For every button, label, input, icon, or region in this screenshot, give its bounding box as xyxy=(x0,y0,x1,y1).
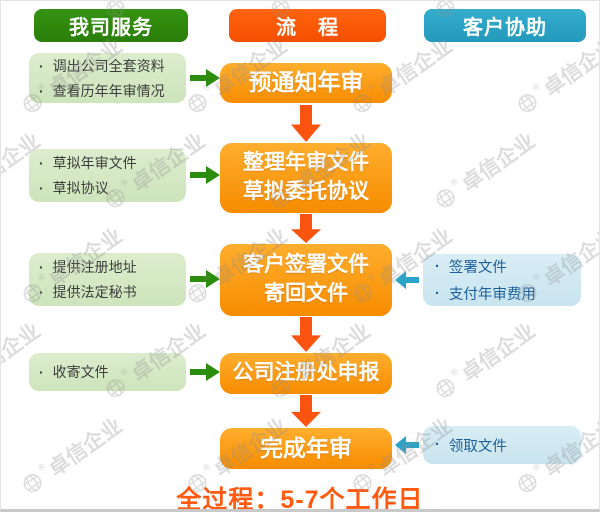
arrow-right-icon xyxy=(190,165,220,190)
service-box-draft-documents: · 草拟年审文件 · 草拟协议 xyxy=(29,149,186,202)
watermark: ®卓信企业 xyxy=(428,125,541,216)
list-item: · 支付年审费用 xyxy=(435,283,581,304)
watermark-text: 卓信企业 xyxy=(457,319,540,387)
registered-mark: ® xyxy=(530,81,542,94)
registered-mark: ® xyxy=(200,461,212,474)
globe-watermark-icon xyxy=(436,379,455,398)
registered-mark: ® xyxy=(448,366,460,379)
watermark-text: 卓信企业 xyxy=(290,1,376,8)
process-step-prepare-docs: 整理年审文件 草拟委托协议 xyxy=(220,143,392,213)
list-item: · 调出公司全套资料 xyxy=(39,56,186,76)
arrow-down-icon xyxy=(291,395,321,432)
list-item: · 收寄文件 xyxy=(39,362,186,382)
client-box-collect-docs: · 领取文件 xyxy=(423,426,581,464)
list-item-label: 领取文件 xyxy=(448,438,507,455)
process-step-label: 整理年审文件 xyxy=(243,151,369,175)
bullet: · xyxy=(39,82,44,99)
list-item-label: 收寄文件 xyxy=(52,364,109,380)
list-item: · 领取文件 xyxy=(435,435,581,456)
process-step-client-sign: 客户签署文件 寄回文件 xyxy=(220,244,392,316)
bullet: · xyxy=(435,258,440,275)
process-step-label: 客户签署文件 xyxy=(243,253,369,277)
bullet: · xyxy=(39,364,44,380)
service-box-provide-address: · 提供注册地址 · 提供法定秘书 xyxy=(29,253,186,306)
list-item-label: 签署文件 xyxy=(448,260,507,276)
client-box-sign-pay: · 签署文件 · 支付年审费用 xyxy=(423,254,581,306)
arrow-right-icon xyxy=(190,68,220,93)
process-step-label: 公司注册处申报 xyxy=(232,361,380,385)
process-step-complete: 完成年审 xyxy=(220,428,392,469)
bullet: · xyxy=(39,284,44,300)
watermark: ®卓信企业 xyxy=(510,30,599,121)
list-item-label: 调出公司全套资料 xyxy=(52,57,165,74)
arrow-down-icon xyxy=(291,105,321,147)
arrow-left-icon xyxy=(395,270,419,295)
bullet: · xyxy=(39,57,44,74)
column-header-process: 流 程 xyxy=(229,9,386,42)
column-header-client-assist: 客户协助 xyxy=(424,9,586,42)
arrow-down-icon xyxy=(291,214,321,248)
globe-watermark-icon xyxy=(436,189,455,208)
list-item: · 签署文件 xyxy=(435,256,581,277)
watermark-text: 卓信企业 xyxy=(44,414,127,482)
watermark-text: 卓信企业 xyxy=(455,1,541,8)
arrow-right-icon xyxy=(190,269,220,294)
watermark-text: 卓信企业 xyxy=(125,1,211,8)
arrow-left-icon xyxy=(395,435,419,460)
service-box-pull-records: · 调出公司全套资料 · 查看历年年审情况 xyxy=(29,53,186,103)
arrow-right-icon xyxy=(190,362,220,387)
watermark-text: 卓信企业 xyxy=(457,129,540,197)
list-item-label: 草拟协议 xyxy=(52,180,109,196)
bullet: · xyxy=(39,155,44,171)
list-item-label: 草拟年审文件 xyxy=(52,155,137,171)
registered-mark: ® xyxy=(448,176,460,189)
process-step-prenotify: 预通知年审 xyxy=(220,63,392,103)
watermark: ®卓信企业 xyxy=(428,315,541,406)
service-box-mail-documents: · 收寄文件 xyxy=(29,353,186,391)
process-step-registry-filing: 公司注册处申报 xyxy=(220,353,392,394)
list-item: · 查看历年年审情况 xyxy=(39,81,186,101)
list-item-label: 查看历年年审情况 xyxy=(52,82,165,99)
watermark-text: 卓信企业 xyxy=(1,1,46,8)
bullet: · xyxy=(435,437,440,453)
list-item: · 草拟协议 xyxy=(39,178,186,198)
column-header-our-services: 我司服务 xyxy=(34,9,188,42)
list-item-label: 提供法定秘书 xyxy=(52,284,137,300)
registered-mark: ® xyxy=(35,461,47,474)
list-item-label: 提供注册地址 xyxy=(52,259,137,275)
process-step-label: 草拟委托协议 xyxy=(243,180,369,203)
total-duration-note: 全过程：5-7个工作日 xyxy=(176,486,424,512)
list-item: · 提供注册地址 xyxy=(39,257,186,277)
globe-watermark-icon xyxy=(518,94,537,113)
bullet: · xyxy=(39,259,44,275)
process-step-label: 寄回文件 xyxy=(264,282,348,305)
list-item: · 草拟年审文件 xyxy=(39,153,186,173)
bullet: · xyxy=(435,285,440,302)
process-step-label: 预通知年审 xyxy=(248,69,364,96)
list-item: · 提供法定秘书 xyxy=(39,282,186,302)
list-item-label: 支付年审费用 xyxy=(448,287,536,303)
arrow-down-icon xyxy=(291,317,321,357)
bullet: · xyxy=(39,180,44,196)
process-step-label: 完成年审 xyxy=(260,434,352,461)
